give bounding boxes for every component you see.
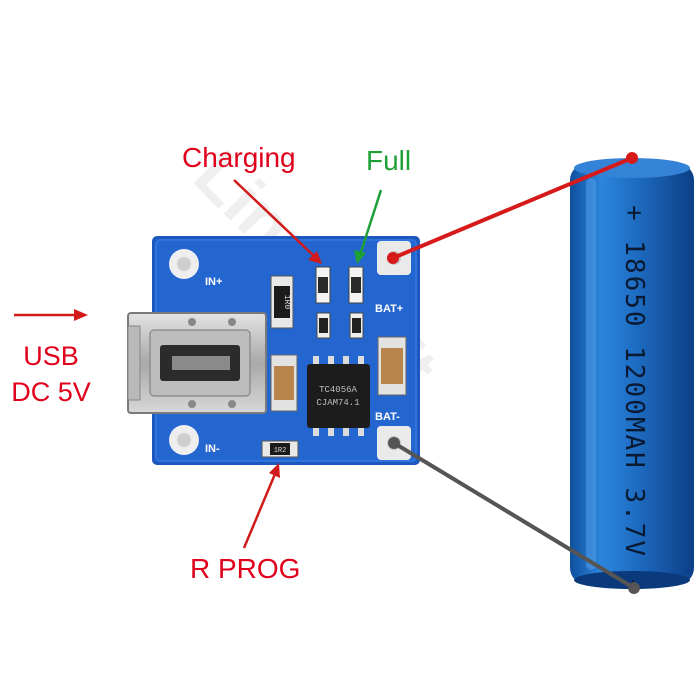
usb-label: USB DC 5V [10,338,92,410]
rprog-arrow [242,463,280,549]
usb-label-line2: DC 5V [11,377,91,407]
silk-in-plus: IN+ [205,276,222,288]
chip-marking-1: TC4056A [319,385,357,395]
rprog-code: 1R2 [274,447,287,455]
silk-bat-minus: BAT- [375,411,400,423]
usb-arrow [14,309,88,321]
rprog-resistor: 1R2 [261,440,299,458]
led-resistor [349,312,364,339]
r-prog-label: R PROG [190,553,301,584]
charger-board: IN+ IN- BAT+ BAT- [127,236,420,465]
charging-arrow [233,179,322,264]
battery-body [570,164,694,584]
input-resistor: 1R0 [270,275,294,329]
battery-18650: + 18650 1200MAH 3.7V - [570,158,694,593]
charging-label: Charging [182,142,296,173]
output-capacitor [377,336,407,396]
charger-ic: TC4056A CJAM74.1 [307,356,370,436]
chip-marking-2: CJAM74.1 [316,398,359,408]
bat-plus-wire [387,152,638,264]
mini-usb-connector [127,312,267,414]
led-resistor [316,312,331,339]
battery-highlight [586,178,596,570]
input-capacitor [270,354,298,412]
bat-minus-wire [388,437,640,594]
in-minus-pad [169,425,199,455]
input-resistor-code: 1R0 [282,295,291,310]
full-led [348,266,364,304]
full-label: Full [366,145,412,176]
battery-bottom [574,571,690,589]
battery-marking: + 18650 1200MAH 3.7V - [619,205,649,593]
silk-bat-plus: BAT+ [375,303,403,315]
usb-label-line1: USB [23,341,79,371]
full-arrow [354,189,383,264]
charging-led [315,266,331,304]
in-plus-pad [169,249,199,279]
silk-in-minus: IN- [205,443,220,455]
battery-top-cap [574,158,690,178]
